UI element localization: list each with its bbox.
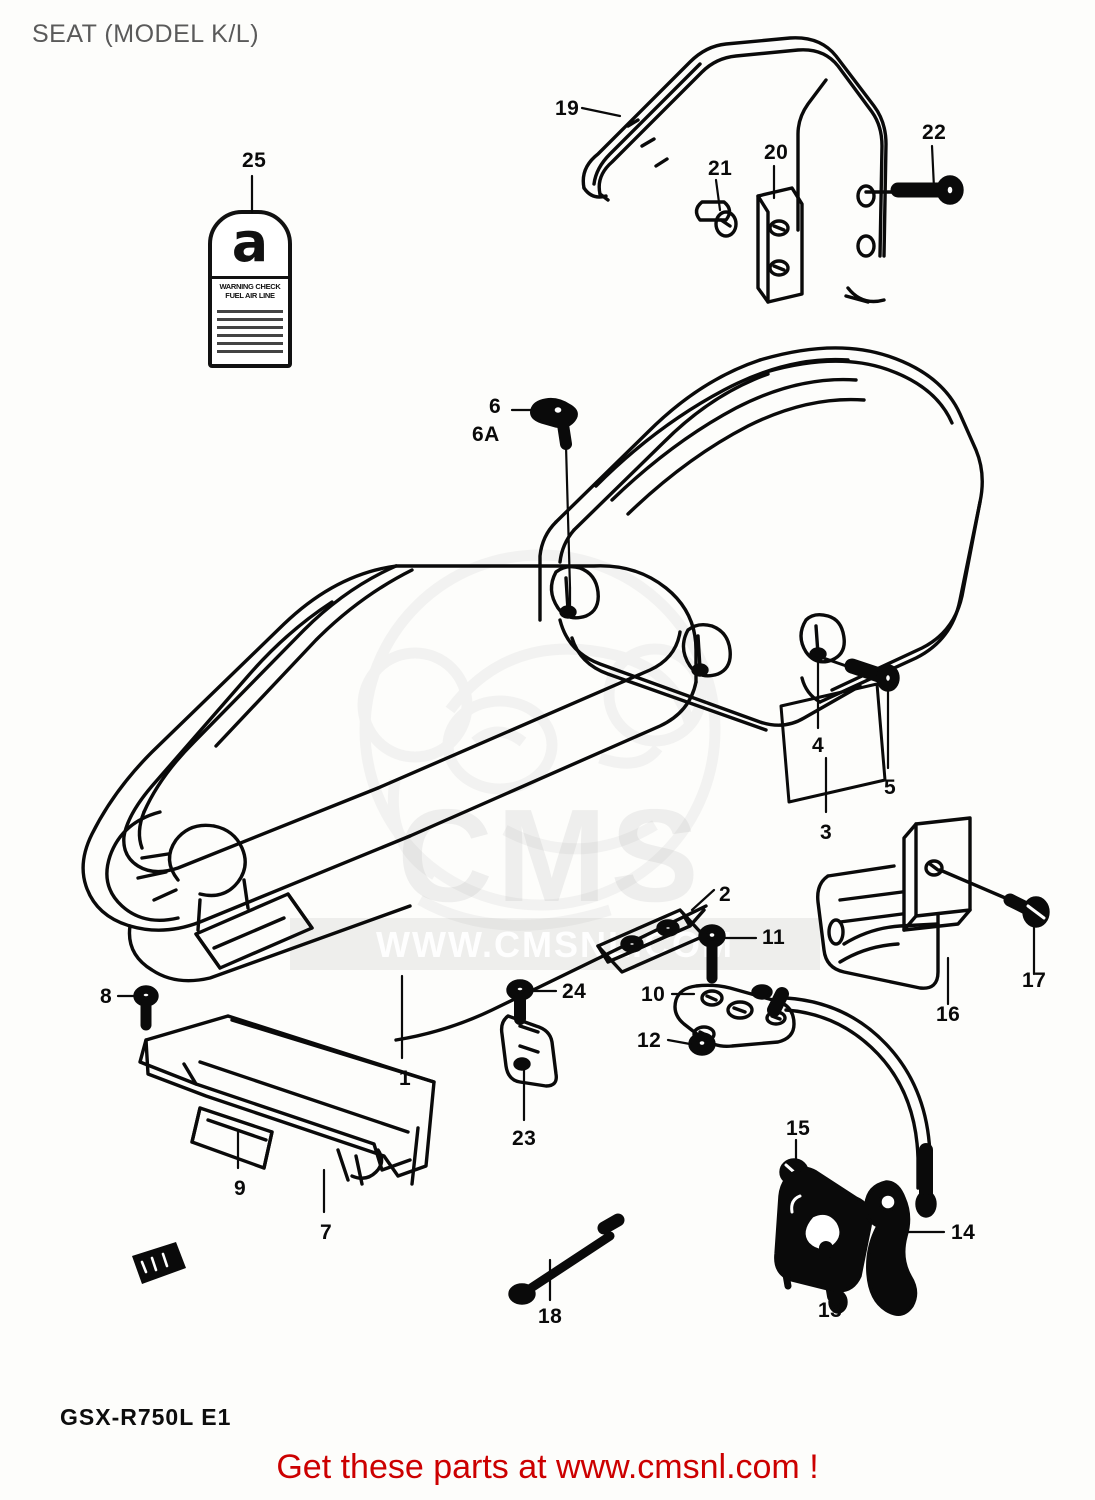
part-seat-rail-bracket — [138, 1014, 436, 1186]
part-seat-lock-latch — [673, 983, 796, 1056]
part-grab-rail-bolt — [856, 175, 964, 258]
callout-17: 17 — [1022, 969, 1047, 992]
callout-11: 11 — [762, 926, 786, 949]
callout-19: 19 — [555, 97, 580, 120]
part-plate-bolt — [698, 924, 726, 984]
callout-3: 3 — [820, 821, 833, 844]
callout-12: 12 — [637, 1029, 662, 1052]
footer-cta-text: Get these parts at www.cmsnl.com ! — [276, 1448, 819, 1486]
caution-label-graphic: a WARNING CHECK FUEL AIR LINE — [208, 210, 292, 368]
part-lock-lever — [864, 1180, 918, 1316]
caution-label-heading: WARNING CHECK FUEL AIR LINE — [219, 282, 281, 301]
callout-8: 8 — [100, 985, 113, 1008]
part-seat-mount-bolt — [844, 658, 900, 692]
callout-6: 6 — [489, 395, 502, 418]
callout-6a: 6A — [472, 423, 500, 446]
callout-7: 7 — [320, 1221, 333, 1244]
part-seat-catch-holder — [816, 816, 1012, 990]
callout-15: 15 — [786, 1117, 811, 1140]
part-grab-rail-bracket — [756, 186, 804, 304]
part-seat-lock-rod — [508, 1213, 625, 1305]
callout-2: 2 — [719, 883, 732, 906]
part-grab-rail — [581, 36, 888, 304]
callout-10: 10 — [641, 983, 666, 1006]
part-rear-seat-cowl — [538, 346, 984, 732]
callout-24: 24 — [562, 980, 587, 1003]
callout-13: 13 — [818, 1299, 843, 1322]
caution-label-body — [208, 210, 292, 368]
callout-20: 20 — [764, 141, 789, 164]
part-grab-rail-spacer — [694, 200, 738, 238]
part-holder-screw — [1003, 893, 1050, 928]
part-cable-stay-bracket — [499, 1014, 558, 1088]
callout-1: 1 — [399, 1067, 412, 1090]
part-rail-screw — [133, 985, 159, 1031]
callout-16: 16 — [936, 1003, 961, 1026]
part-front-seat — [81, 564, 708, 1042]
part-seat-bracket-plate — [596, 908, 706, 974]
part-seat-lock-assembly — [774, 1166, 873, 1314]
caution-label-textlines — [217, 310, 283, 358]
callout-14: 14 — [951, 1221, 976, 1244]
leader-lines — [116, 106, 1036, 1302]
page-title: SEAT (MODEL K/L) — [32, 20, 260, 48]
callout-5: 5 — [884, 776, 897, 799]
callout-21: 21 — [708, 157, 733, 180]
part-lock-cable — [767, 987, 937, 1218]
callout-25: 25 — [242, 149, 267, 172]
caution-label-glyph: a — [231, 211, 269, 274]
callout-9: 9 — [234, 1177, 247, 1200]
callout-23: 23 — [512, 1127, 537, 1150]
callout-22: 22 — [922, 121, 947, 144]
callout-4: 4 — [812, 734, 825, 757]
small-logo-chip — [132, 1242, 186, 1284]
callout-18: 18 — [538, 1305, 563, 1328]
part-seat-hinge-tabs — [549, 564, 854, 678]
model-code-label: GSX-R750L E1 — [60, 1404, 232, 1430]
caution-label-divider — [210, 276, 290, 279]
